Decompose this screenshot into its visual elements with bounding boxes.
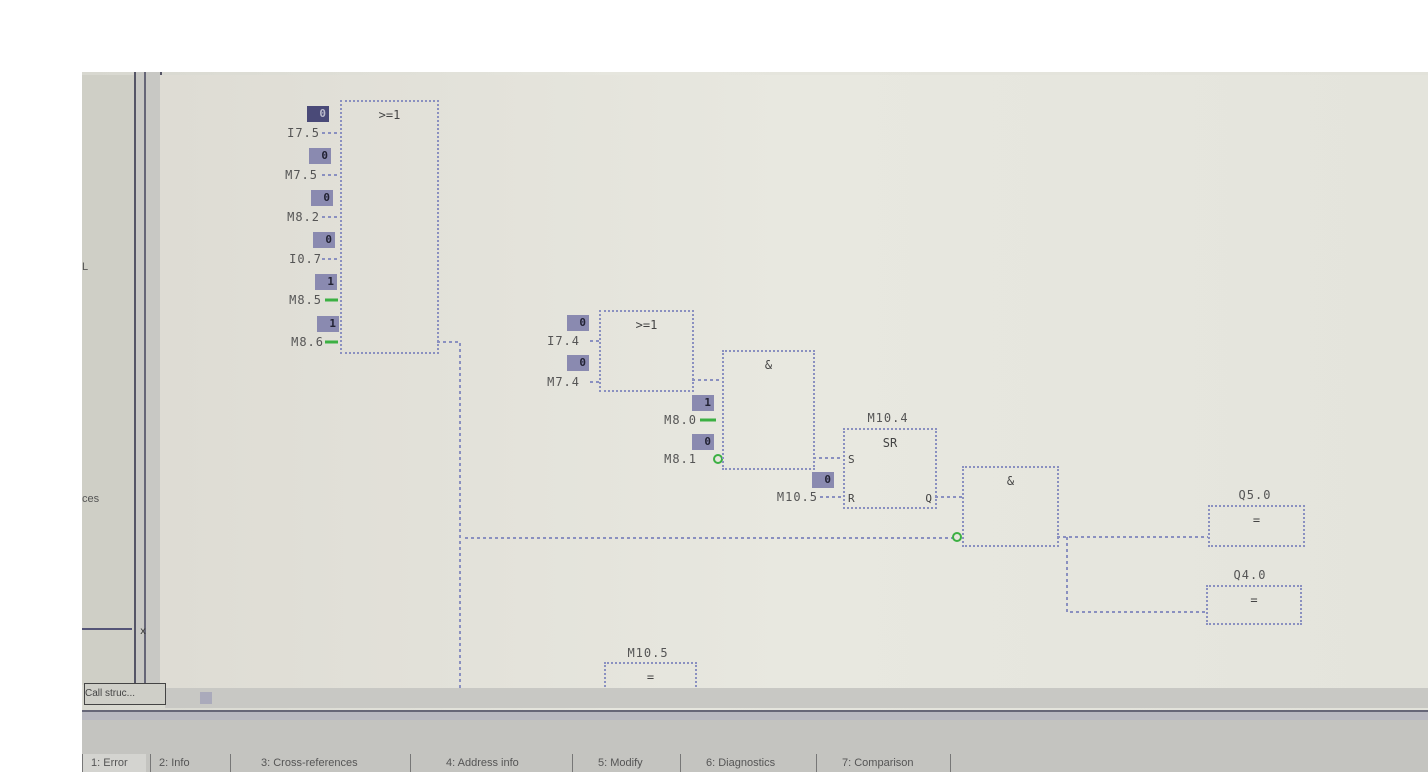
details-pane [82, 720, 1428, 772]
status-value: 0 [567, 355, 589, 371]
coil-symbol: = [1250, 593, 1258, 607]
status-value: 0 [309, 148, 331, 164]
negation-circle [952, 532, 962, 542]
signal-true-wire [325, 298, 716, 422]
status-value: 0 [692, 434, 714, 450]
tab-address-info[interactable]: 4: Address info [410, 754, 565, 772]
tab-comparison[interactable]: 7: Comparison [816, 754, 951, 772]
block-title: & [764, 358, 773, 372]
close-icon[interactable]: x [140, 626, 147, 637]
left-panel: L ces [82, 75, 134, 685]
divider [82, 628, 132, 630]
tab-cross-references[interactable]: 3: Cross-references [230, 754, 400, 772]
block-title: >=1 [635, 318, 658, 332]
input-address: M8.6 [291, 335, 324, 349]
coil-q4-0[interactable]: = [1206, 585, 1302, 625]
horizontal-scrollbar[interactable] [165, 688, 1428, 708]
panel-splitter[interactable] [134, 72, 162, 688]
negation-circle [713, 454, 723, 464]
tab-label: Call struc... [85, 688, 136, 699]
status-value: 0 [311, 190, 333, 206]
pin-q: Q [925, 492, 932, 505]
and-block-1[interactable]: & [722, 350, 815, 470]
tab-info[interactable]: 2: Info [150, 754, 229, 772]
tab-diagnostics[interactable]: 6: Diagnostics [680, 754, 810, 772]
wire-and2-q4 [1066, 537, 1206, 613]
tab-error[interactable]: 1: Error [82, 754, 146, 772]
or-block-1[interactable]: >=1 [340, 100, 439, 354]
or-block-2[interactable]: >=1 [599, 310, 694, 392]
coil-m10-5[interactable]: = [604, 662, 697, 694]
input-address: M8.5 [289, 293, 322, 307]
pin-r: R [848, 492, 855, 505]
coil-symbol: = [646, 670, 655, 684]
wires [322, 132, 1208, 688]
panel-text: ces [82, 493, 100, 505]
coil-address: M10.5 [627, 646, 669, 660]
input-address: M8.0 [664, 413, 697, 427]
pin-s: S [848, 453, 855, 466]
wire-or1-out [437, 341, 461, 688]
and-block-2[interactable]: & [962, 466, 1059, 547]
input-address: M8.1 [664, 452, 697, 466]
input-address: M8.2 [287, 210, 320, 224]
coil-address: Q5.0 [1238, 488, 1272, 502]
block-title: >=1 [378, 108, 401, 122]
input-address: M7.4 [547, 375, 580, 389]
block-title: & [1006, 474, 1015, 488]
tab-modify[interactable]: 5: Modify [572, 754, 672, 772]
scroll-thumb[interactable] [200, 692, 212, 704]
status-value: 0 [812, 472, 834, 488]
input-address: I0.7 [289, 252, 322, 266]
block-title: SR [882, 436, 898, 450]
panel-text: L [82, 261, 89, 273]
sr-address: M10.4 [867, 411, 909, 425]
input-address: M7.5 [285, 168, 318, 182]
status-value: 1 [315, 274, 337, 290]
status-value: 0 [567, 315, 589, 331]
input-address: I7.4 [547, 334, 580, 348]
coil-symbol: = [1252, 513, 1261, 527]
status-value: 0 [313, 232, 335, 248]
status-value: 1 [317, 316, 339, 332]
coil-address: Q4.0 [1233, 568, 1267, 582]
coil-q5-0[interactable]: = [1208, 505, 1305, 547]
input-address: M10.5 [776, 490, 818, 504]
status-value: 0 [307, 106, 329, 122]
status-value: 1 [692, 395, 714, 411]
tab-call-structure[interactable]: Call struc... [84, 683, 166, 705]
sr-block[interactable]: SR S R Q [843, 428, 937, 509]
input-address: I7.5 [287, 126, 320, 140]
